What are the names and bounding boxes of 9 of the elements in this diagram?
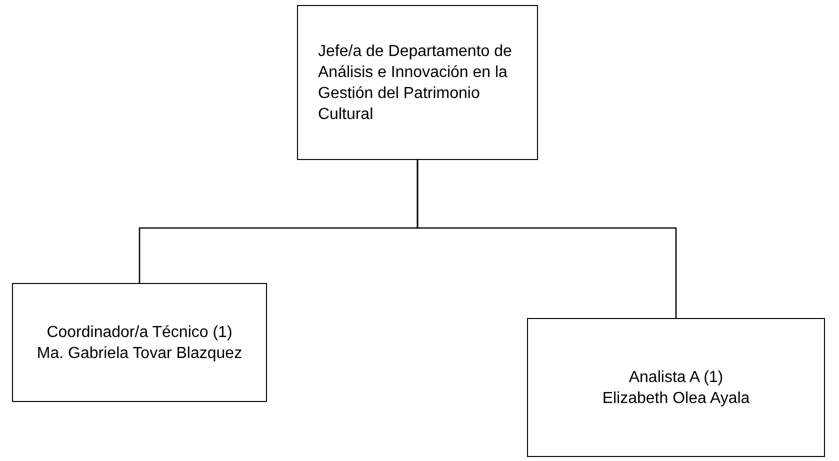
person-name: Elizabeth Olea Ayala xyxy=(602,388,750,408)
position-title: Analista A (1) xyxy=(628,368,724,388)
person-name: Ma. Gabriela Tovar Blazquez xyxy=(36,344,242,364)
connector-line xyxy=(416,160,677,318)
org-box xyxy=(297,5,538,160)
position-title: Jefe/a de Departamento de Análisis e Innovación en la Gestión del Patrimonio Cultural xyxy=(318,42,513,124)
org-box xyxy=(527,318,825,457)
org-box xyxy=(12,283,267,402)
position-title: Coordinador/a Técnico (1) xyxy=(46,322,232,342)
